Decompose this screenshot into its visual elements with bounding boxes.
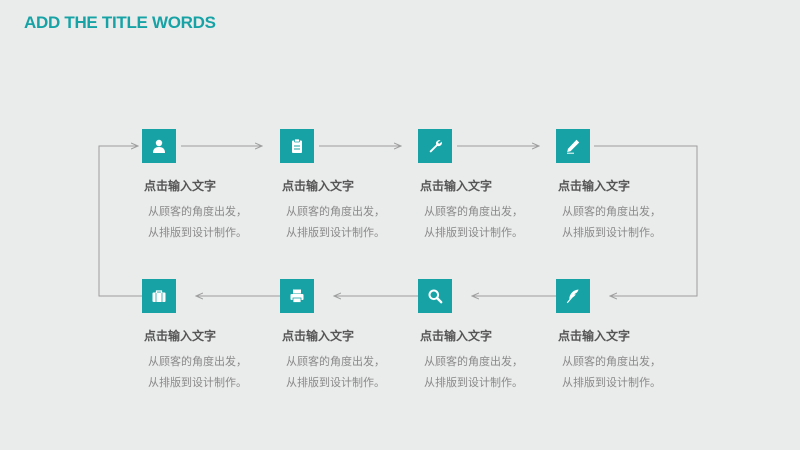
step-title: 点击输入文字 — [144, 179, 217, 193]
step-desc-line: 从顾客的角度出发， — [286, 205, 385, 218]
icon-box — [280, 279, 314, 313]
step-desc-line: 从排版到设计制作。 — [424, 226, 523, 239]
step-description: 从顾客的角度出发， 从排版到设计制作。 — [424, 351, 523, 393]
icon-box — [556, 279, 590, 313]
step-desc-line: 从排版到设计制作。 — [148, 376, 247, 389]
step-title: 点击输入文字 — [282, 329, 355, 343]
icon-box — [142, 129, 176, 163]
step-description: 从顾客的角度出发， 从排版到设计制作。 — [286, 201, 385, 243]
step-title: 点击输入文字 — [282, 179, 355, 193]
step-desc-line: 从顾客的角度出发， — [562, 205, 661, 218]
step-desc-line: 从顾客的角度出发， — [562, 355, 661, 368]
step-description: 从顾客的角度出发， 从排版到设计制作。 — [562, 201, 661, 243]
step-description: 从顾客的角度出发， 从排版到设计制作。 — [424, 201, 523, 243]
step-title: 点击输入文字 — [558, 329, 631, 343]
step-desc-line: 从排版到设计制作。 — [424, 376, 523, 389]
icon-box — [142, 279, 176, 313]
arrow-connector — [98, 146, 142, 297]
step-title: 点击输入文字 — [144, 329, 217, 343]
icon-box — [280, 129, 314, 163]
step-desc-line: 从顾客的角度出发， — [148, 355, 247, 368]
icon-box — [418, 129, 452, 163]
step-desc-line: 从顾客的角度出发， — [148, 205, 247, 218]
step-desc-line: 从顾客的角度出发， — [286, 355, 385, 368]
printer-icon — [290, 289, 304, 303]
step-title: 点击输入文字 — [420, 179, 493, 193]
icon-box — [556, 129, 590, 163]
user-icon — [153, 139, 165, 153]
step-desc-line: 从排版到设计制作。 — [286, 376, 385, 389]
step-desc-line: 从排版到设计制作。 — [562, 376, 661, 389]
step-description: 从顾客的角度出发， 从排版到设计制作。 — [148, 351, 247, 393]
step-description: 从顾客的角度出发， 从排版到设计制作。 — [562, 351, 661, 393]
clipboard-icon — [292, 138, 302, 153]
step-description: 从顾客的角度出发， 从排版到设计制作。 — [286, 351, 385, 393]
wrench-icon — [429, 140, 442, 153]
feather-icon — [566, 289, 579, 304]
pencil-icon — [567, 139, 580, 154]
step-title: 点击输入文字 — [558, 179, 631, 193]
page-title: ADD THE TITLE WORDS — [24, 13, 216, 32]
briefcase-icon — [152, 290, 166, 302]
search-icon — [428, 289, 443, 304]
step-desc-line: 从顾客的角度出发， — [424, 205, 523, 218]
step-desc-line: 从顾客的角度出发， — [424, 355, 523, 368]
icon-box — [418, 279, 452, 313]
step-title: 点击输入文字 — [420, 329, 493, 343]
step-description: 从顾客的角度出发， 从排版到设计制作。 — [148, 201, 247, 243]
arrow-connector — [594, 145, 698, 296]
step-desc-line: 从排版到设计制作。 — [562, 226, 661, 239]
step-desc-line: 从排版到设计制作。 — [286, 226, 385, 239]
step-desc-line: 从排版到设计制作。 — [148, 226, 247, 239]
